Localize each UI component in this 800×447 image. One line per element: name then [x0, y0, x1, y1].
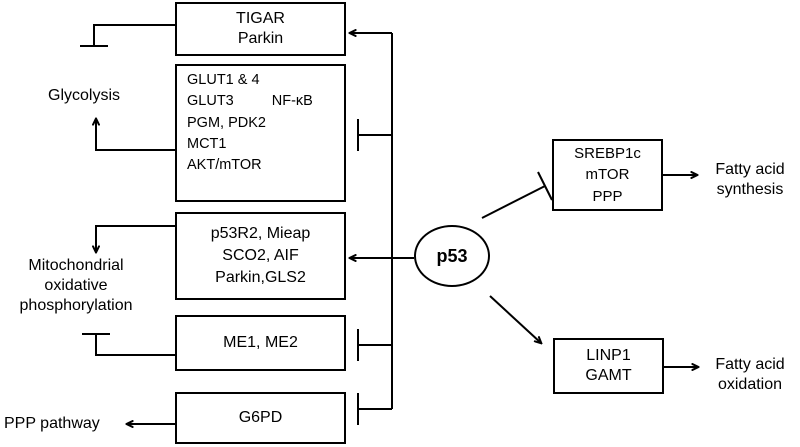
glut14-label: GLUT1 & 4: [187, 72, 260, 88]
mito-line-2: oxidative: [44, 277, 108, 294]
srebp1c-label: SREBP1c: [574, 144, 641, 162]
glycolysis-label: Glycolysis: [48, 87, 121, 104]
fas-line-1: Fatty acid: [715, 161, 785, 178]
g6pd-label: G6PD: [238, 409, 283, 426]
mito-line-1: Mitochondrial: [28, 257, 124, 274]
linp-box: LINP1 GAMT: [553, 338, 664, 394]
fas-line-2: synthesis: [716, 181, 784, 198]
ppp-pathway-label: PPP pathway: [4, 415, 100, 432]
srebp-box: SREBP1c mTOR PPP: [552, 139, 663, 211]
mito-label: Mitochondrial oxidative phosphorylation: [2, 256, 150, 316]
p53r2-label: p53R2, Mieap: [210, 225, 311, 242]
me-label: ME1, ME2: [223, 334, 298, 351]
nfkb-label: NF-κB: [271, 93, 313, 110]
parkin-gls2-label: Parkin,GLS2: [215, 269, 306, 286]
me-box: ME1, ME2: [175, 315, 346, 371]
arrow-p53-linp: [489, 295, 541, 343]
pgm-pdk2-label: PGM, PDK2: [187, 114, 266, 131]
gamt-label: GAMT: [585, 367, 632, 384]
glut3-label: GLUT3: [187, 93, 234, 110]
fao-line-1: Fatty acid: [715, 356, 785, 373]
linp1-label: LINP1: [586, 347, 631, 364]
inhibit-me-mito: [95, 334, 175, 356]
p53r2-box: p53R2, Mieap SCO2, AIF Parkin,GLS2: [175, 212, 346, 300]
mito-line-3: phosphorylation: [19, 297, 133, 314]
inhibit-tigar-glycolysis: [93, 24, 175, 46]
tigar-label: TIGAR: [236, 10, 285, 27]
fatty-acid-synthesis-label: Fatty acid synthesis: [702, 160, 798, 200]
mtor-label: mTOR: [585, 166, 630, 184]
tigar-parkin-box: TIGAR Parkin: [175, 2, 346, 56]
fatty-acid-oxidation-label: Fatty acid oxidation: [702, 355, 798, 395]
ppp-label: PPP: [592, 187, 623, 205]
glut3-line: GLUT3 NF-κB: [187, 91, 344, 112]
p53-node: p53: [414, 225, 490, 287]
parkin-label: Parkin: [237, 30, 284, 47]
arrow-p53r2-mito: [96, 225, 175, 252]
akt-mtor-label: AKT/mTOR: [187, 157, 262, 174]
glut-box: GLUT1 & 4 GLUT3 NF-κB PGM, PDK2 MCT1 AKT/…: [175, 64, 346, 202]
p53-label: p53: [436, 245, 468, 266]
fao-line-2: oxidation: [717, 376, 783, 393]
arrow-glut-glycolysis: [96, 119, 175, 151]
g6pd-box: G6PD: [175, 392, 346, 444]
mct1-label: MCT1: [187, 135, 227, 152]
inhibit-bar-srebp: [537, 171, 553, 201]
inhibit-p53-srebp: [481, 185, 546, 219]
sco2-label: SCO2, AIF: [222, 247, 299, 264]
